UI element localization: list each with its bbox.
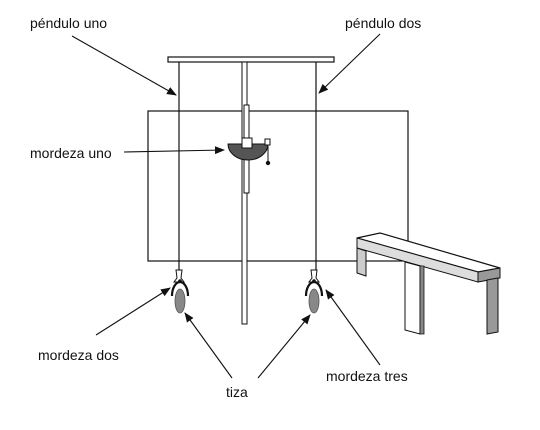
label-pendulo-dos: péndulo dos: [345, 15, 422, 31]
arrow-mordeza-uno: [123, 146, 225, 155]
label-mordeza-tres: mordeza tres: [326, 368, 408, 384]
arrow-tiza-right: [257, 314, 311, 379]
arrow-pendulo-uno: [71, 35, 177, 96]
clamp-three: [304, 269, 324, 297]
chalk-left: [174, 288, 186, 314]
label-pendulo-uno: péndulo uno: [30, 15, 108, 31]
label-tiza: tiza: [226, 384, 248, 400]
clamp-two: [170, 269, 190, 297]
leader-arrows: [71, 33, 381, 379]
arrow-mordeza-tres: [325, 289, 381, 366]
arrow-tiza-left: [184, 312, 233, 379]
chalk-right: [308, 288, 320, 314]
label-mordeza-dos: mordeza dos: [38, 347, 119, 363]
label-mordeza-uno: mordeza uno: [30, 145, 112, 161]
top-bar: [167, 56, 335, 63]
clamp-one: [227, 137, 271, 166]
arrow-pendulo-dos: [318, 33, 381, 94]
bench: [356, 232, 501, 335]
arrow-mordeza-dos: [95, 287, 171, 336]
